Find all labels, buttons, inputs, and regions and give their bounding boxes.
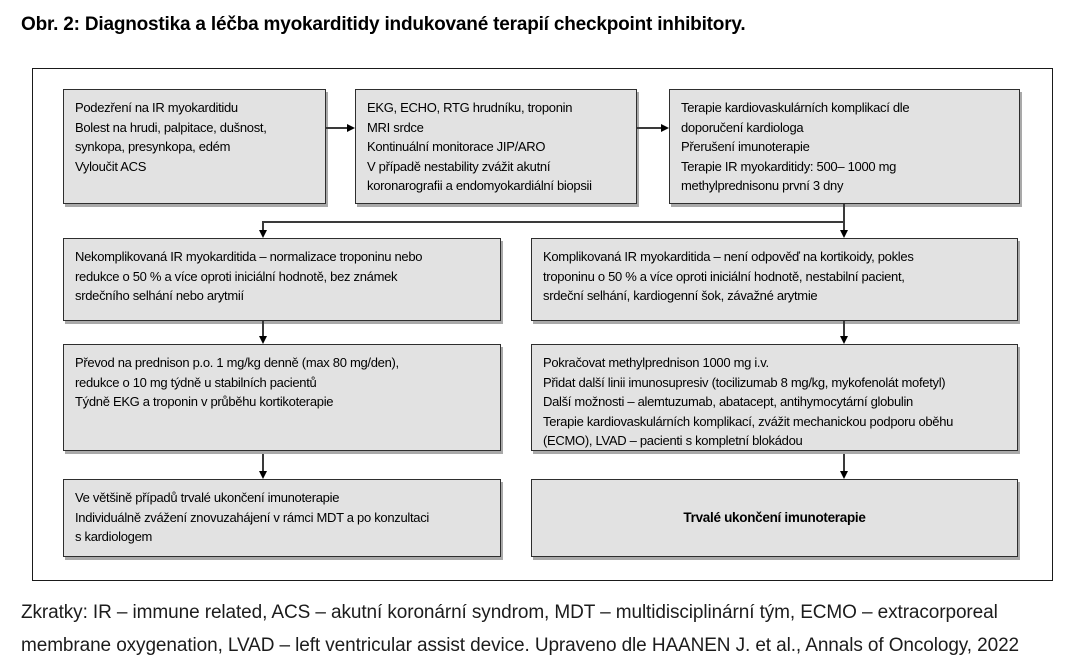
figure-title: Obr. 2: Diagnostika a léčba myokarditidy… bbox=[21, 14, 746, 35]
abbreviations-footer: Zkratky: IR – immune related, ACS – akut… bbox=[21, 602, 1020, 656]
box-escalation-therapy: Pokračovat methylprednison 1000 mg i.v. … bbox=[531, 344, 1018, 451]
arrowhead-down-icon bbox=[840, 471, 848, 479]
arrowhead-right-icon bbox=[661, 123, 669, 132]
arrowhead-down-icon bbox=[840, 336, 848, 344]
box-suspicion-ir-myocarditis: Podezření na IR myokarditidu Bolest na h… bbox=[63, 89, 326, 204]
box-initial-therapy: Terapie kardiovaskulárních komplikací dl… bbox=[669, 89, 1020, 204]
box-prednison-taper: Převod na prednison p.o. 1 mg/kg denně (… bbox=[63, 344, 501, 451]
box-restart-consideration: Ve většině případů trvalé ukončení imuno… bbox=[63, 479, 501, 557]
arrowhead-down-icon bbox=[259, 471, 267, 479]
box-diagnostic-workup: EKG, ECHO, RTG hrudníku, troponin MRI sr… bbox=[355, 89, 637, 204]
arrowhead-right-icon bbox=[347, 123, 355, 132]
box-uncomplicated-myocarditis: Nekomplikovaná IR myokarditida – normali… bbox=[63, 238, 501, 321]
arrowhead-down-icon bbox=[259, 230, 267, 238]
arrowhead-down-icon bbox=[840, 230, 848, 238]
flowchart-frame: Podezření na IR myokarditidu Bolest na h… bbox=[32, 68, 1053, 581]
arrowhead-down-icon bbox=[259, 336, 267, 344]
box-permanent-discontinuation: Trvalé ukončení imunoterapie bbox=[531, 479, 1018, 557]
box-complicated-myocarditis: Komplikovaná IR myokarditida – není odpo… bbox=[531, 238, 1018, 321]
